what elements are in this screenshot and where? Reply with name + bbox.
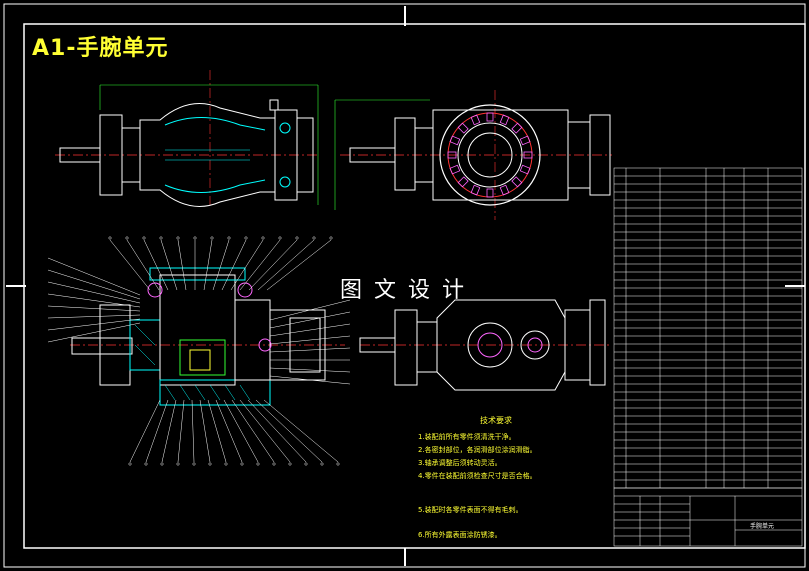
tech-note: 4.零件在装配前须检查尺寸是否合格。	[418, 472, 537, 480]
tech-note: 1.装配前所有零件须清洗干净。	[418, 433, 516, 441]
tech-note: 5.装配时各零件表面不得有毛刺。	[418, 506, 523, 514]
title-block-name: 手腕单元	[750, 523, 775, 530]
tech-note: 6.所有外露表面涂防锈漆。	[418, 531, 502, 539]
view-bottom-right	[359, 299, 612, 391]
view-section	[47, 236, 351, 466]
view-top-left	[55, 70, 320, 207]
drawing-title: A1-手腕单元	[32, 36, 169, 61]
centering-marks	[6, 6, 805, 566]
watermark: 图文设计	[340, 278, 477, 303]
bom-table	[613, 167, 803, 489]
view-top-right	[334, 90, 612, 220]
tech-note: 2.各密封部位，各润滑部位涂润滑脂。	[418, 446, 537, 454]
tech-note: 3.轴承调整后须转动灵活。	[418, 459, 502, 467]
title-block	[613, 487, 803, 547]
tech-requirements-title: 技术要求	[480, 416, 512, 425]
